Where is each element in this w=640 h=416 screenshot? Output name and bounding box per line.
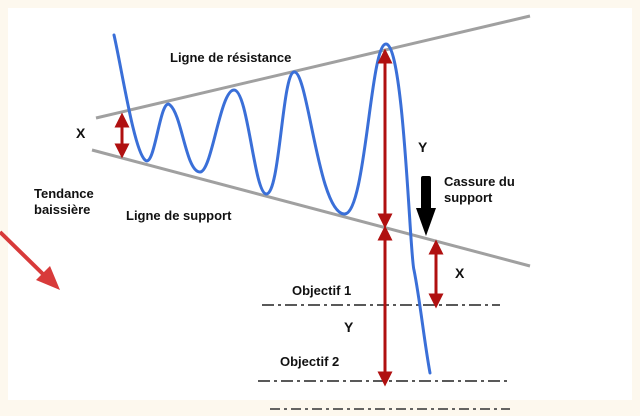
red-down-right-arrow-icon xyxy=(0,230,60,290)
x-label-right: X xyxy=(455,265,465,281)
x-label-left: X xyxy=(76,125,86,141)
y-label-top: Y xyxy=(418,139,428,155)
bottom-edge-strip xyxy=(270,408,510,410)
breakout-label-line2: support xyxy=(444,190,493,205)
breakout-label-line1: Cassure du xyxy=(444,174,515,189)
trend-label-line2: baissière xyxy=(34,202,91,217)
black-down-arrow-icon xyxy=(416,176,436,236)
diagram-card xyxy=(8,8,632,400)
resistance-line-label: Ligne de résistance xyxy=(170,50,292,65)
target2-label: Objectif 2 xyxy=(280,354,340,369)
target1-label: Objectif 1 xyxy=(292,283,352,298)
trend-label-line1: Tendance xyxy=(34,186,94,201)
price-line xyxy=(112,33,432,375)
y-label-bottom: Y xyxy=(344,319,354,335)
support-line xyxy=(91,148,531,268)
support-line-label: Ligne de support xyxy=(126,208,232,223)
resistance-line xyxy=(95,14,531,120)
